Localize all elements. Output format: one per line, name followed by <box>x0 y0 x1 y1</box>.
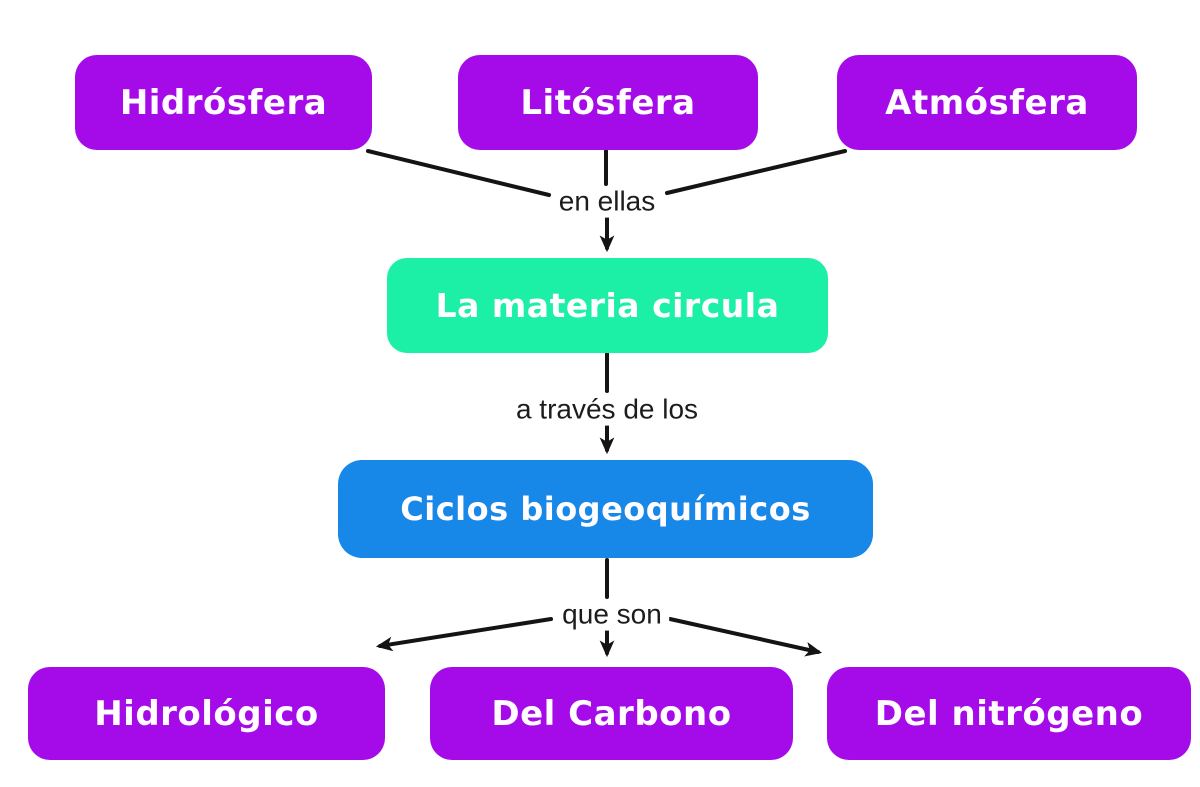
node-del-carbono-label: Del Carbono <box>491 693 732 734</box>
node-litosfera-label: Litósfera <box>520 82 696 123</box>
node-hidrosfera-label: Hidrósfera <box>119 82 328 123</box>
edge-label-en-ellas: en ellas <box>551 186 663 218</box>
node-del-carbono: Del Carbono <box>430 667 793 760</box>
node-del-nitrogeno-label: Del nitrógeno <box>874 693 1144 734</box>
edge-atmosfera-to-en-ellas <box>665 149 847 195</box>
node-hidrosfera: Hidrósfera <box>75 55 372 150</box>
arrow-que-son-to-nitrogeno <box>668 617 823 657</box>
edge-label-que-son: que son <box>555 599 669 631</box>
edge-hidrosfera-to-en-ellas <box>366 149 551 197</box>
node-atmosfera: Atmósfera <box>837 55 1137 150</box>
node-ciclos-biogeoquimicos: Ciclos biogeoquímicos <box>338 460 873 558</box>
node-hidrologico-label: Hidrológico <box>94 693 319 734</box>
node-litosfera: Litósfera <box>458 55 758 150</box>
node-del-nitrogeno: Del nitrógeno <box>827 667 1191 760</box>
node-ciclos-biogeoquimicos-label: Ciclos biogeoquímicos <box>400 490 811 528</box>
node-atmosfera-label: Atmósfera <box>885 82 1089 123</box>
arrow-que-son-to-hidrologico <box>375 617 553 652</box>
node-la-materia-circula: La materia circula <box>387 258 828 353</box>
node-hidrologico: Hidrológico <box>28 667 385 760</box>
node-la-materia-circula-label: La materia circula <box>435 286 780 325</box>
edge-label-a-traves-de-los: a través de los <box>508 394 706 426</box>
